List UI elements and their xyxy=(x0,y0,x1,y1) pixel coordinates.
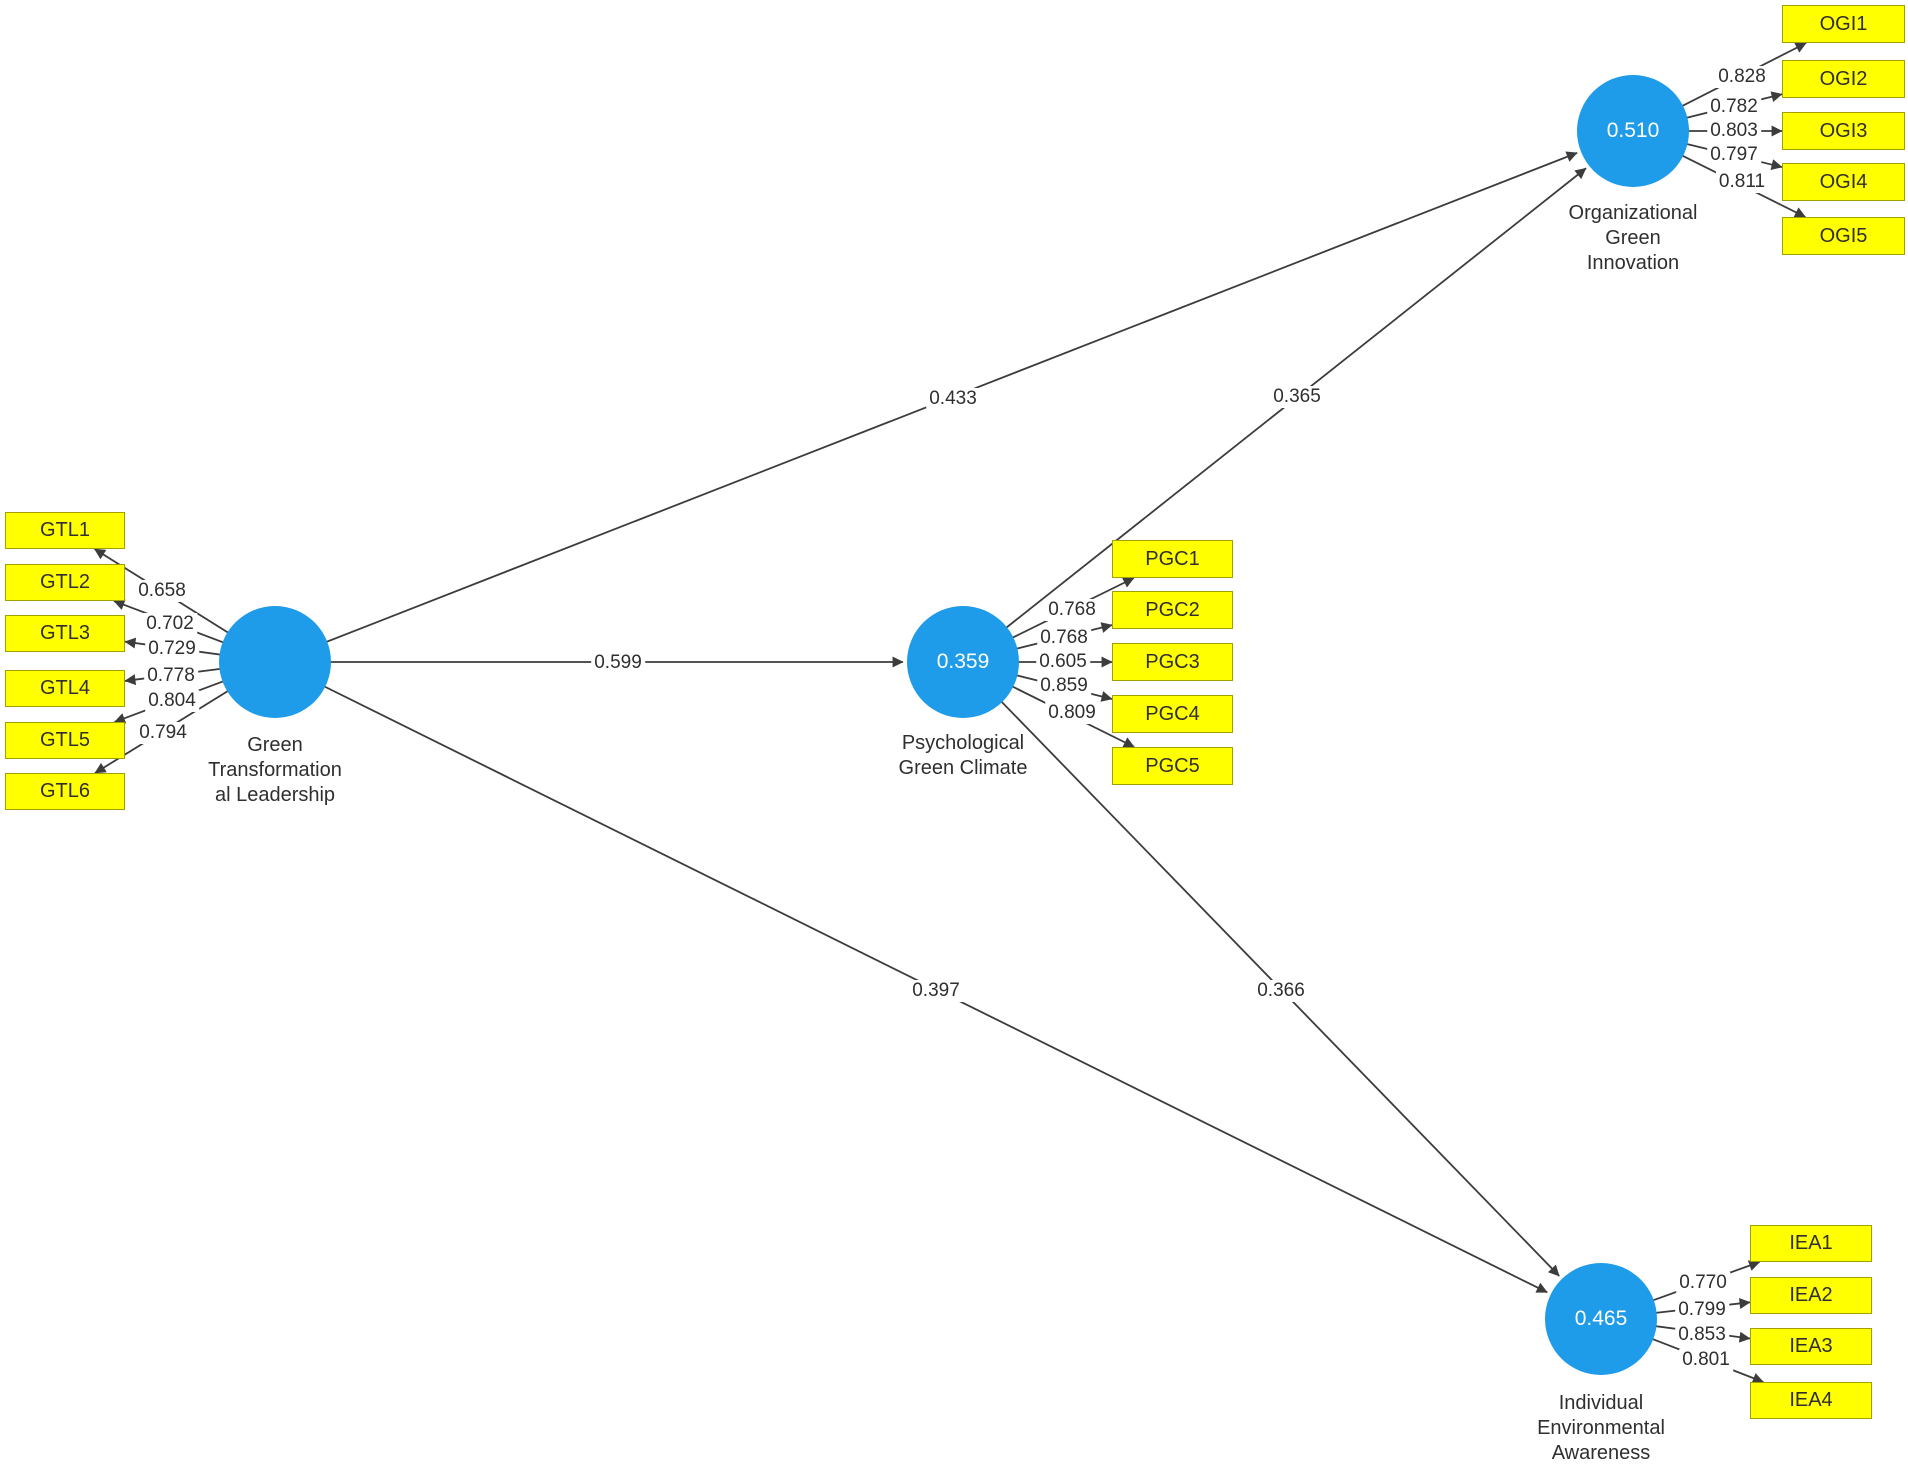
construct-name-line: Environmental xyxy=(1537,1417,1665,1439)
path-arrow-GTL-OGI xyxy=(274,151,1578,663)
indicator-PGC2[interactable]: PGC2 xyxy=(1112,591,1233,629)
construct-name-line: Transformation xyxy=(208,759,342,781)
indicator-label: PGC3 xyxy=(1145,650,1200,673)
r-squared-value: 0.465 xyxy=(1574,1307,1628,1330)
indicator-label: IEA4 xyxy=(1789,1389,1833,1411)
indicator-GTL1[interactable]: GTL1 xyxy=(5,512,125,549)
indicator-PGC3[interactable]: PGC3 xyxy=(1112,643,1233,681)
indicator-label: GTL6 xyxy=(39,780,91,802)
construct-name-line: Green xyxy=(247,734,303,756)
indicator-label: PGC4 xyxy=(1145,702,1200,725)
path-coefficient-GTL-OGI: 0.433 xyxy=(926,388,980,410)
indicator-label: OGI5 xyxy=(1819,224,1868,247)
indicator-OGI2[interactable]: OGI2 xyxy=(1782,60,1905,98)
indicator-GTL4[interactable]: GTL4 xyxy=(5,670,125,707)
indicator-PGC5[interactable]: PGC5 xyxy=(1112,747,1233,785)
indicator-OGI3[interactable]: OGI3 xyxy=(1782,112,1905,150)
indicator-GTL5[interactable]: GTL5 xyxy=(5,722,125,759)
indicator-label: GTL2 xyxy=(39,571,91,593)
construct-PGC[interactable]: 0.359 xyxy=(907,606,1019,718)
loading-GTL5: 0.804 xyxy=(145,690,199,712)
path-coefficient-GTL-IEA: 0.397 xyxy=(909,980,963,1002)
indicator-GTL2[interactable]: GTL2 xyxy=(5,564,125,601)
indicator-label: IEA2 xyxy=(1789,1284,1833,1306)
loading-GTL4: 0.778 xyxy=(144,665,198,687)
loading-IEA1: 0.770 xyxy=(1676,1272,1730,1294)
loading-OGI3: 0.803 xyxy=(1707,120,1761,142)
loading-PGC5: 0.809 xyxy=(1045,702,1099,724)
loading-OGI5: 0.811 xyxy=(1715,171,1769,193)
path-coefficient-GTL-PGC: 0.599 xyxy=(591,652,645,674)
indicator-GTL6[interactable]: GTL6 xyxy=(5,773,125,810)
indicator-IEA1[interactable]: IEA1 xyxy=(1750,1225,1872,1262)
indicator-label: OGI4 xyxy=(1819,170,1868,193)
r-squared-value: 0.359 xyxy=(936,650,990,673)
path-arrow-PGC-IEA xyxy=(962,661,1560,1277)
loading-IEA4: 0.801 xyxy=(1679,1349,1733,1371)
construct-IEA[interactable]: 0.465 xyxy=(1545,1263,1657,1375)
construct-name-line: Green Climate xyxy=(898,757,1028,779)
path-arrow-GTL-IEA xyxy=(274,661,1548,1294)
construct-OGI[interactable]: 0.510 xyxy=(1577,75,1689,187)
indicator-OGI1[interactable]: OGI1 xyxy=(1782,5,1905,43)
indicator-OGI4[interactable]: OGI4 xyxy=(1782,163,1905,201)
construct-name-line: Organizational xyxy=(1568,202,1698,224)
loading-OGI2: 0.782 xyxy=(1707,96,1761,118)
indicator-IEA3[interactable]: IEA3 xyxy=(1750,1328,1872,1365)
indicator-IEA4[interactable]: IEA4 xyxy=(1750,1382,1872,1419)
indicator-PGC1[interactable]: PGC1 xyxy=(1112,540,1233,578)
indicator-PGC4[interactable]: PGC4 xyxy=(1112,695,1233,733)
indicator-label: OGI2 xyxy=(1819,67,1868,90)
indicator-label: PGC2 xyxy=(1145,598,1200,621)
indicator-label: OGI3 xyxy=(1819,119,1868,142)
loading-PGC1: 0.768 xyxy=(1045,599,1099,621)
construct-name-line: al Leadership xyxy=(214,784,336,806)
indicator-IEA2[interactable]: IEA2 xyxy=(1750,1277,1872,1314)
loading-GTL3: 0.729 xyxy=(145,638,199,660)
loading-IEA2: 0.799 xyxy=(1675,1299,1729,1321)
indicator-label: OGI1 xyxy=(1819,12,1868,35)
indicator-label: GTL3 xyxy=(39,622,91,644)
construct-name-line: Psychological xyxy=(901,732,1025,754)
loading-PGC4: 0.859 xyxy=(1037,675,1091,697)
loading-IEA3: 0.853 xyxy=(1675,1324,1729,1346)
loading-OGI4: 0.797 xyxy=(1707,144,1761,166)
construct-name-line: Innovation xyxy=(1586,252,1680,274)
construct-name-line: Green xyxy=(1605,227,1661,249)
indicator-label: GTL1 xyxy=(39,519,91,541)
loading-PGC3: 0.605 xyxy=(1036,651,1090,673)
path-coefficient-PGC-OGI: 0.365 xyxy=(1270,386,1324,408)
indicator-label: IEA3 xyxy=(1789,1335,1833,1357)
indicator-OGI5[interactable]: OGI5 xyxy=(1782,217,1905,255)
construct-GTL[interactable] xyxy=(219,606,331,718)
indicator-label: GTL5 xyxy=(39,729,91,751)
indicator-label: PGC5 xyxy=(1145,754,1200,777)
loading-GTL6: 0.794 xyxy=(136,722,190,744)
indicator-label: GTL4 xyxy=(39,677,91,699)
loading-GTL2: 0.702 xyxy=(143,613,197,635)
r-squared-value: 0.510 xyxy=(1606,119,1660,142)
path-coefficient-PGC-IEA: 0.366 xyxy=(1254,980,1308,1002)
indicator-label: IEA1 xyxy=(1789,1232,1833,1254)
construct-name-line: Awareness xyxy=(1551,1442,1651,1464)
indicator-GTL3[interactable]: GTL3 xyxy=(5,615,125,652)
path-arrow-PGC-OGI xyxy=(962,167,1587,663)
loading-GTL1: 0.658 xyxy=(135,580,189,602)
construct-name-line: Individual xyxy=(1558,1392,1644,1414)
indicator-label: PGC1 xyxy=(1145,547,1200,570)
loading-PGC2: 0.768 xyxy=(1037,627,1091,649)
loading-OGI1: 0.828 xyxy=(1715,66,1769,88)
